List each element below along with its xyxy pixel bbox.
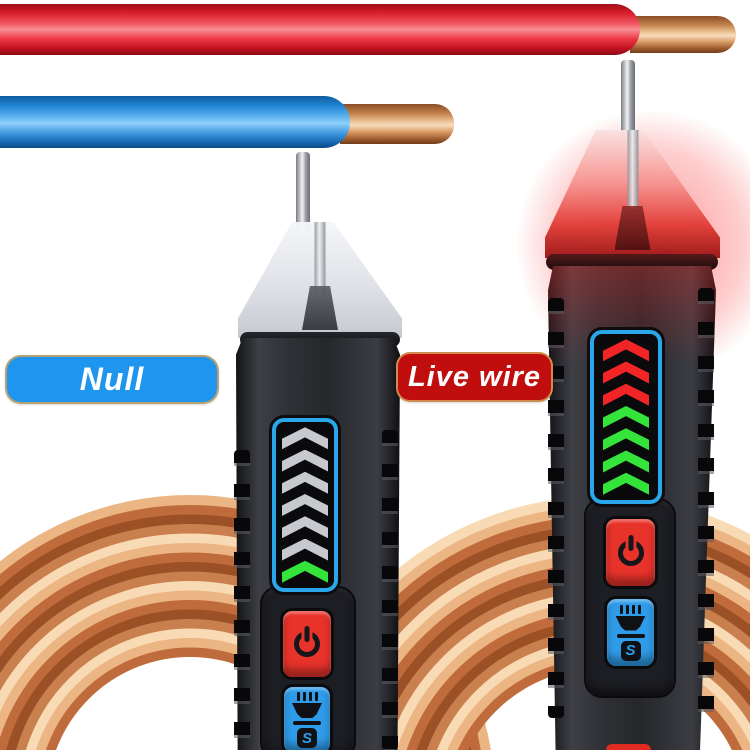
power-icon — [615, 534, 647, 569]
chevron-green — [603, 450, 649, 473]
chevron-green — [603, 406, 649, 428]
voltage-tester-null: S — [228, 150, 404, 750]
blue-wire — [0, 96, 350, 148]
chevron-gray — [282, 494, 328, 516]
probe-tip — [621, 60, 635, 136]
chevron-red — [603, 339, 649, 362]
grip-ribs — [698, 288, 714, 718]
chevron-red — [603, 361, 649, 384]
sensor-head — [614, 206, 651, 250]
flashlight-button: S — [604, 596, 657, 669]
chevron-green — [603, 428, 649, 451]
grip-ribs — [234, 450, 250, 750]
chevron-gray — [282, 516, 328, 539]
probe-shaft — [627, 130, 638, 210]
sensitivity-label: S — [625, 642, 636, 659]
chevron-gray — [282, 427, 328, 450]
chevron-red — [603, 383, 649, 406]
power-icon — [291, 626, 323, 660]
power-button — [280, 608, 334, 680]
red-accent — [606, 744, 651, 750]
signal-strength-display — [272, 418, 338, 592]
blue-wire-conductor — [340, 104, 454, 144]
power-button — [603, 516, 658, 589]
grip-ribs — [382, 430, 398, 750]
chevron-green — [282, 560, 328, 583]
voltage-tester-live: S — [470, 58, 750, 750]
red-wire — [0, 4, 640, 55]
sensitivity-label: S — [301, 729, 312, 747]
chevron-green — [603, 472, 649, 495]
chevron-gray — [282, 471, 328, 494]
clear-tip-cone — [238, 222, 402, 338]
flashlight-icon: S — [292, 692, 322, 748]
chevron-gray — [282, 449, 328, 472]
chevron-gray — [282, 538, 328, 561]
flashlight-button: S — [281, 684, 333, 750]
live-wire-label: Live wire — [396, 352, 553, 402]
sensor-head — [302, 286, 338, 330]
red-wire-conductor — [630, 16, 736, 53]
probe-shaft — [314, 222, 326, 294]
probe-tip — [296, 152, 310, 230]
grip-ribs — [548, 298, 564, 718]
signal-strength-display — [590, 330, 662, 504]
flashlight-icon: S — [615, 604, 646, 661]
null-label: Null — [5, 355, 219, 404]
